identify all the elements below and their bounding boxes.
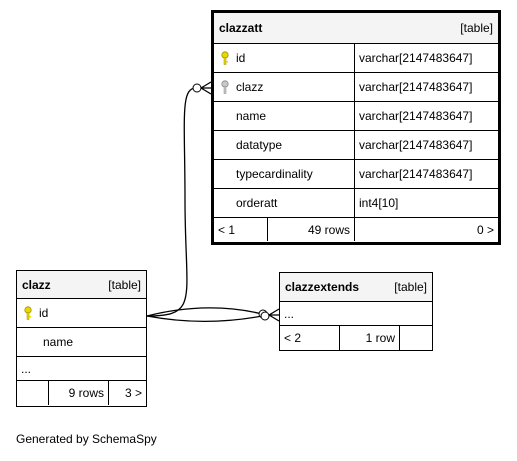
column-row[interactable]: name xyxy=(17,328,146,357)
relation-crowfoot-marker xyxy=(200,81,212,95)
relation-clazz-clazzatt xyxy=(146,87,197,317)
foreign-key-icon xyxy=(214,73,236,101)
parents-link[interactable]: < 2 xyxy=(284,331,302,345)
table-clazz[interactable]: clazz [table] id name ... 9 rows 3 > xyxy=(16,270,147,407)
more-indicator: ... xyxy=(21,361,32,376)
table-clazzatt[interactable]: clazzatt [table] id varchar[2147483647] … xyxy=(211,10,501,245)
relation-optional-marker xyxy=(260,311,270,321)
children-link[interactable] xyxy=(399,326,432,350)
column-name: name xyxy=(43,335,74,349)
column-type: varchar[2147483647] xyxy=(354,160,498,188)
row-count: 1 row xyxy=(339,326,399,350)
column-row[interactable]: clazz varchar[2147483647] xyxy=(214,73,498,102)
column-name: typecardinality xyxy=(236,167,313,181)
table-footer: 9 rows 3 > xyxy=(17,381,146,405)
column-type: varchar[2147483647] xyxy=(354,131,498,159)
table-kind: [table] xyxy=(460,21,493,35)
children-link[interactable]: 3 > xyxy=(108,381,146,405)
table-header: clazzextends [table] xyxy=(280,273,432,302)
column-row[interactable]: id xyxy=(17,299,146,328)
relation-clazz-clazzextends-a xyxy=(146,307,263,317)
table-header: clazz [table] xyxy=(17,271,146,299)
table-header: clazzatt [table] xyxy=(214,13,498,44)
row-count: 49 rows xyxy=(267,218,354,241)
column-type: varchar[2147483647] xyxy=(354,73,498,101)
row-count: 9 rows xyxy=(48,381,108,405)
relation-crowfoot-marker xyxy=(268,308,280,322)
column-name: id xyxy=(236,51,246,65)
table-footer: < 2 1 row xyxy=(280,326,432,350)
column-type: int4[10] xyxy=(354,189,498,217)
more-indicator: ... xyxy=(284,306,295,321)
parents-link[interactable] xyxy=(17,381,48,405)
children-link[interactable]: 0 > xyxy=(354,218,498,241)
more-columns: ... xyxy=(280,302,432,326)
column-row[interactable]: typecardinality varchar[2147483647] xyxy=(214,160,498,189)
column-row[interactable]: id varchar[2147483647] xyxy=(214,44,498,73)
column-row[interactable]: datatype varchar[2147483647] xyxy=(214,131,498,160)
table-kind: [table] xyxy=(108,277,141,292)
column-name: clazz xyxy=(236,80,264,94)
table-name[interactable]: clazzatt xyxy=(219,21,263,35)
relation-clazz-clazzextends-b xyxy=(146,315,263,322)
column-row[interactable]: name varchar[2147483647] xyxy=(214,102,498,131)
relation-optional-marker xyxy=(192,83,202,93)
table-footer: < 1 49 rows 0 > xyxy=(214,218,498,241)
table-name[interactable]: clazzextends xyxy=(285,280,360,294)
column-name: id xyxy=(39,306,49,320)
table-name[interactable]: clazz xyxy=(22,277,51,292)
table-clazzextends[interactable]: clazzextends [table] ... < 2 1 row xyxy=(279,272,433,351)
column-name: orderatt xyxy=(236,196,278,210)
table-kind: [table] xyxy=(394,280,427,294)
column-name: name xyxy=(236,109,267,123)
column-type: varchar[2147483647] xyxy=(354,102,498,130)
column-row[interactable]: orderatt int4[10] xyxy=(214,189,498,218)
column-type: varchar[2147483647] xyxy=(354,44,498,72)
more-columns: ... xyxy=(17,357,146,381)
primary-key-icon xyxy=(214,44,236,72)
generated-by-text: Generated by SchemaSpy xyxy=(16,432,157,446)
primary-key-icon xyxy=(17,299,39,327)
column-name: datatype xyxy=(236,138,283,152)
parents-link[interactable]: < 1 xyxy=(218,222,236,237)
